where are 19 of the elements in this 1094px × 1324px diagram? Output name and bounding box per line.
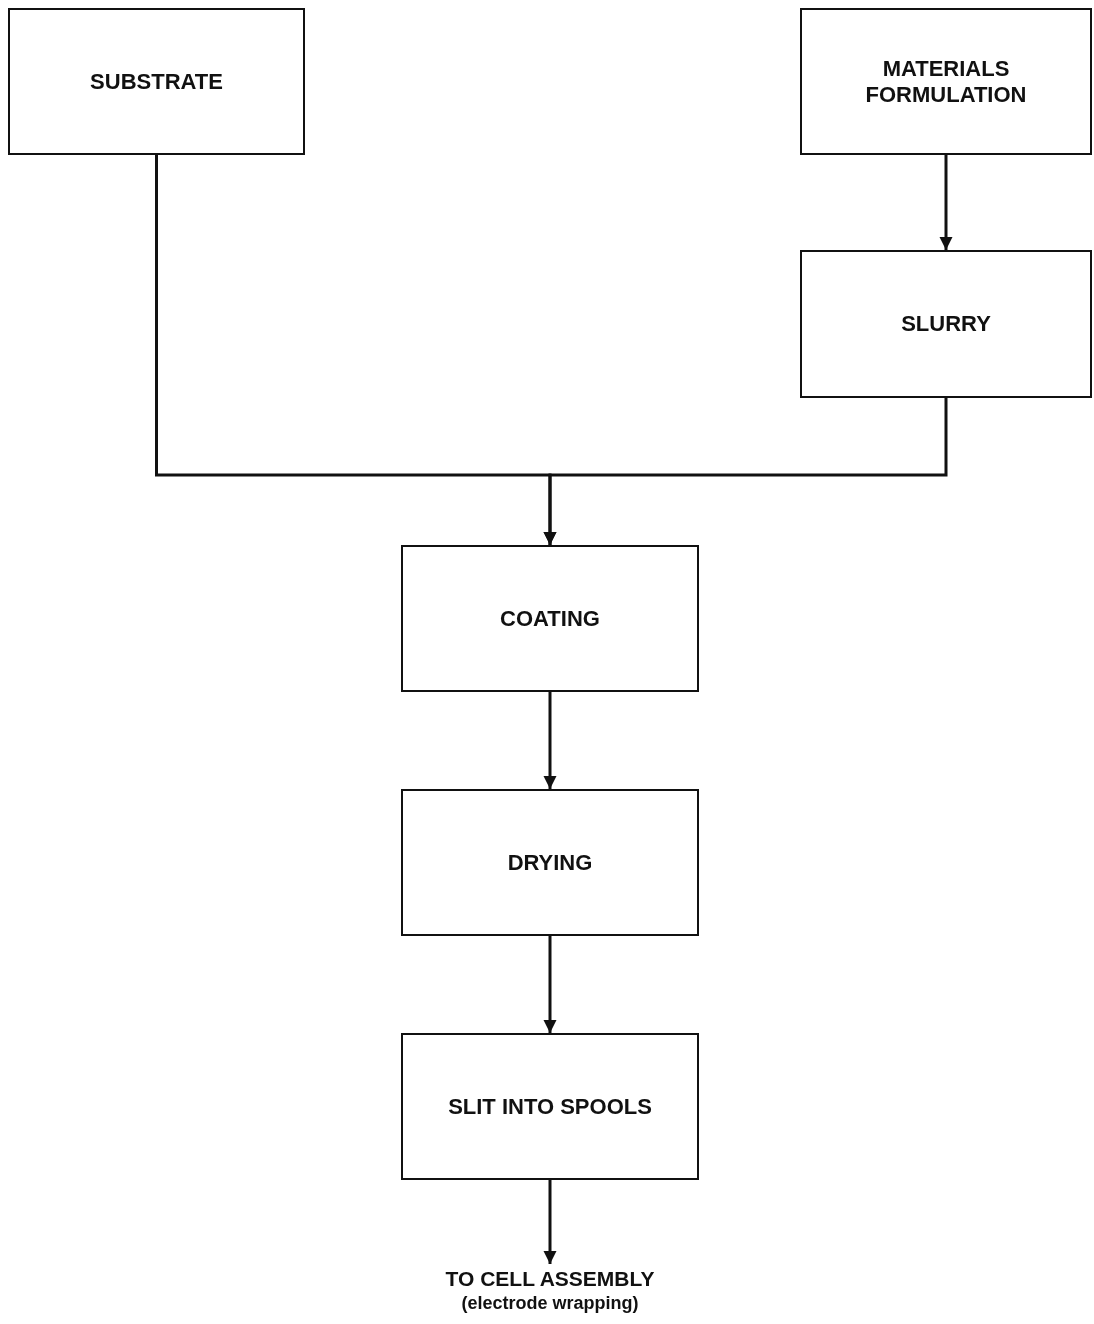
box-label: COATING xyxy=(500,605,600,632)
arrow xyxy=(543,692,557,789)
arrow xyxy=(543,1180,557,1264)
box-label: SLIT INTO SPOOLS xyxy=(448,1093,652,1120)
box-label: SUBSTRATE xyxy=(90,68,223,95)
process-box xyxy=(800,8,1092,155)
output-label: (electrode wrapping) xyxy=(461,1292,639,1314)
box-label: SLURRY xyxy=(901,311,991,337)
box-label: DRYING xyxy=(507,849,593,876)
process-box xyxy=(8,8,305,155)
process-box xyxy=(800,250,1092,398)
process-box xyxy=(401,545,699,692)
box-label: MATERIALS FORMULATION xyxy=(864,55,1028,108)
output-label: TO CELL ASSEMBLY xyxy=(445,1266,655,1292)
arrow xyxy=(543,936,557,1033)
arrow xyxy=(543,398,948,545)
arrow xyxy=(939,155,953,250)
process-box xyxy=(401,789,699,936)
process-box xyxy=(401,1033,699,1180)
